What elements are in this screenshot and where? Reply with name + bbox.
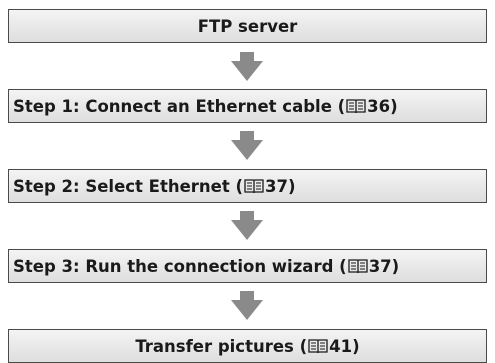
book-reference-icon: [348, 259, 368, 274]
step-1-label: Step 1: Connect an Ethernet cable (: [13, 96, 346, 116]
down-arrow-icon: [231, 131, 263, 160]
step-2-suffix: ): [288, 176, 296, 196]
final-suffix: ): [352, 336, 360, 356]
down-arrow-icon: [231, 52, 263, 81]
book-reference-icon: [244, 179, 264, 194]
step-3-suffix: ): [391, 256, 400, 276]
step-3-page: 37: [368, 256, 392, 276]
step-1-suffix: ): [390, 96, 398, 116]
step-2-box: Step 2: Select Ethernet ( 37 ): [8, 169, 487, 203]
step-1-page: 36: [367, 96, 391, 116]
final-box: Transfer pictures ( 41 ): [8, 329, 487, 363]
step-2-page: 37: [265, 176, 288, 196]
down-arrow-icon: [231, 291, 263, 320]
step-1-box: Step 1: Connect an Ethernet cable ( 36 ): [8, 89, 487, 123]
final-label: Transfer pictures (: [135, 336, 308, 356]
flow-diagram: FTP server Step 1: Connect an Ethernet c…: [8, 9, 487, 363]
step-3-label: Step 3: Run the connection wizard (: [13, 256, 347, 276]
book-reference-icon: [346, 99, 366, 114]
down-arrow-icon: [231, 211, 263, 240]
title-label: FTP server: [197, 16, 298, 36]
book-reference-icon: [308, 339, 328, 354]
step-3-box: Step 3: Run the connection wizard ( 37 ): [8, 249, 487, 283]
step-2-label: Step 2: Select Ethernet (: [13, 176, 244, 196]
final-page: 41: [329, 336, 353, 356]
title-box: FTP server: [8, 9, 487, 43]
